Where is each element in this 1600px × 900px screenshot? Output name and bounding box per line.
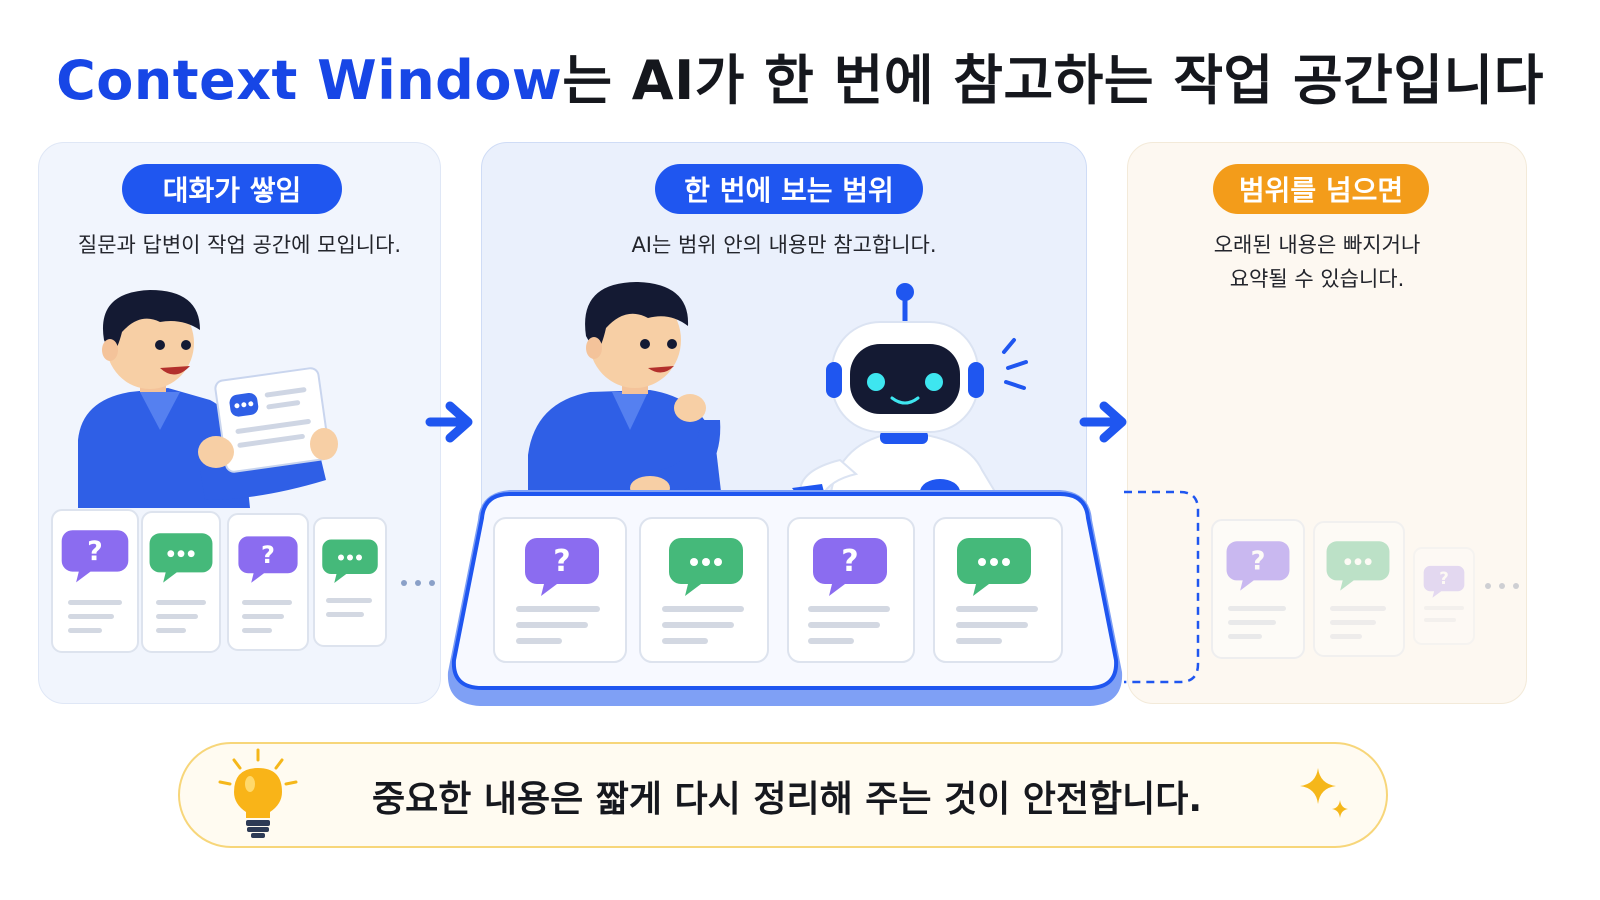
sparkle-icon	[1300, 768, 1348, 818]
robot-icon	[792, 283, 1028, 522]
faded-card-question-small	[1413, 547, 1475, 645]
person-thinking-icon	[528, 282, 722, 500]
arrow-right-icon	[1079, 401, 1127, 443]
more-dots-left	[401, 580, 435, 586]
panel-description-window: AI는 범위 안의 내용만 참고합니다.	[631, 233, 937, 257]
panel-overflow	[1127, 142, 1527, 704]
overflow-dashed-bracket	[1124, 490, 1200, 684]
card-question-window-1	[493, 517, 627, 663]
title-accent: Context Window	[56, 49, 563, 112]
faded-card-question	[1211, 519, 1305, 659]
card-answer-window-2	[933, 517, 1063, 663]
panel-label-overflow: 범위를 넘으면	[1213, 164, 1429, 214]
panel-description-overflow-2: 요약될 수 있습니다.	[1229, 267, 1405, 291]
arrow-right-icon	[425, 401, 473, 443]
panel-label-window: 한 번에 보는 범위	[655, 164, 923, 214]
more-dots-right	[1485, 583, 1519, 589]
panel-description-overflow-1: 오래된 내용은 빠지거나	[1213, 233, 1421, 257]
card-answer-1	[141, 511, 221, 653]
card-question-window-2	[787, 517, 915, 663]
panel-label-conversation: 대화가 쌓임	[122, 164, 342, 214]
card-question-2	[227, 513, 309, 651]
person-holding-note-icon	[78, 290, 338, 508]
title-rest: 는 AI가 한 번에 참고하는 작업 공간입니다	[562, 49, 1544, 112]
faded-card-answer	[1313, 521, 1405, 657]
card-answer-window-1	[639, 517, 769, 663]
card-answer-2	[313, 517, 387, 647]
page-title: Context Window는 AI가 한 번에 참고하는 작업 공간입니다	[0, 36, 1600, 115]
card-question-1	[51, 509, 139, 653]
lightbulb-icon	[218, 748, 298, 838]
tip-bar	[178, 742, 1388, 848]
panel-description-conversation: 질문과 답변이 작업 공간에 모입니다.	[77, 233, 402, 257]
tip-text: 중요한 내용은 짧게 다시 정리해 주는 것이 안전합니다.	[372, 779, 1203, 820]
